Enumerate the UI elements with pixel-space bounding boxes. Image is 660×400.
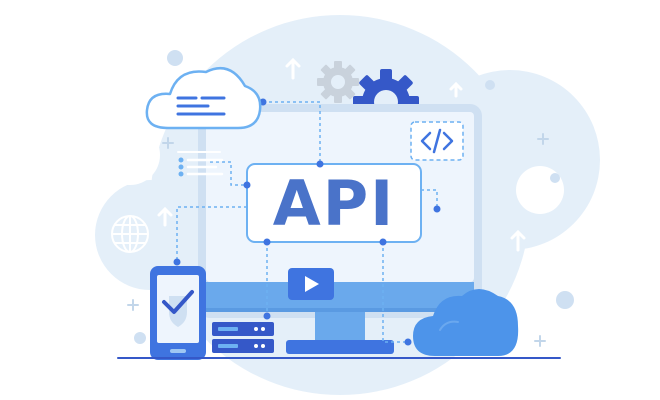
- connector-lines: [176, 101, 438, 343]
- code-icon: [410, 121, 464, 161]
- monitor-stand: [286, 340, 394, 354]
- api-label: API: [272, 166, 396, 240]
- plus-icon: [127, 133, 549, 347]
- monitor-neck: [315, 312, 365, 340]
- smartphone-icon: [150, 266, 206, 360]
- server-icon: [212, 322, 274, 353]
- globe-icon: [111, 215, 149, 253]
- monitor-bezel: [206, 282, 474, 310]
- cloud-icon: [413, 289, 519, 356]
- checkmark-icon: [162, 290, 194, 314]
- cloud-icon: [145, 67, 262, 130]
- api-box: [246, 163, 422, 243]
- arrow-up-icon: [157, 57, 526, 342]
- decorative-dots: [134, 50, 574, 344]
- play-icon: [288, 268, 334, 300]
- list-widget: [177, 151, 224, 177]
